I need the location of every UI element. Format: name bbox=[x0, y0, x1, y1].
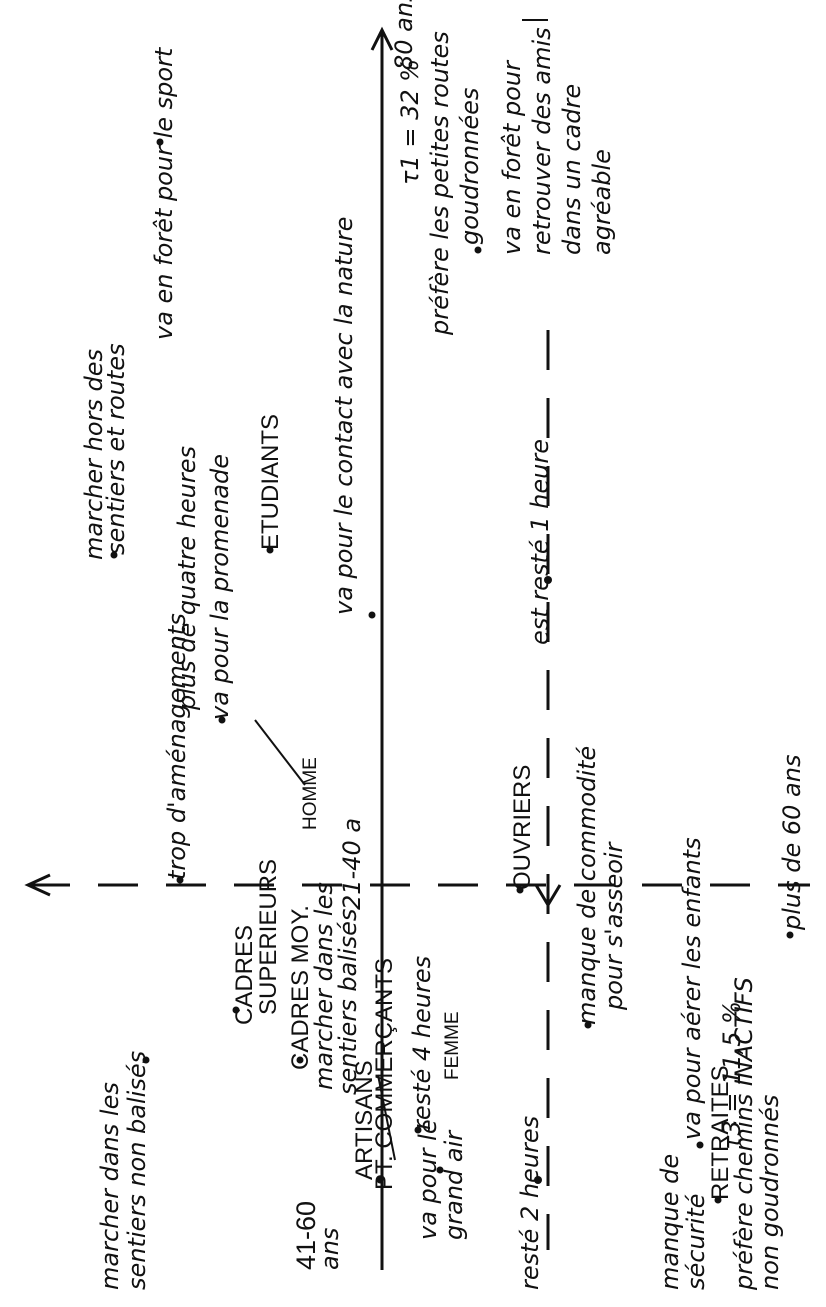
label-reste-1h: est resté 1 heure bbox=[526, 439, 554, 645]
label-retraites: RETRAITES bbox=[707, 1065, 734, 1200]
point-plus-60 bbox=[786, 931, 794, 939]
point-cadres-moy bbox=[296, 1056, 304, 1064]
label-reste-4h: resté 4 heures bbox=[408, 956, 436, 1130]
label-marcher-hors-2: sentiers et routes bbox=[102, 343, 130, 555]
label-marcher-balises-1: marcher dans les bbox=[310, 882, 338, 1090]
point-artisans bbox=[376, 1176, 384, 1184]
point-goudronnees bbox=[474, 246, 482, 254]
label-plus-60: plus de 60 ans bbox=[778, 755, 806, 931]
label-contact-nature: va pour le contact avec la nature bbox=[330, 217, 358, 615]
label-aerer-enfants: va pour aérer les enfants bbox=[678, 837, 706, 1140]
label-pt-commercants: PT. COMMERÇANTS bbox=[371, 958, 398, 1190]
homme-connector bbox=[254, 719, 306, 786]
label-manque-commodite-2: pour s'asseoir bbox=[600, 840, 628, 1011]
point-etudiants bbox=[266, 546, 274, 554]
point-amenagements bbox=[176, 876, 184, 884]
label-manque-securite-1: manque de bbox=[656, 1154, 684, 1290]
point-reste-4h bbox=[414, 1126, 422, 1134]
point-reste-2h bbox=[534, 1176, 542, 1184]
label-marcher-non-balises-1: marcher dans les bbox=[96, 1082, 124, 1290]
label-manque-securite-2: sécurité bbox=[682, 1194, 710, 1290]
axis-3 bbox=[24, 873, 810, 897]
label-age-80: 80 ans bbox=[390, 0, 418, 70]
label-age-41-60-2: ans bbox=[316, 1228, 344, 1270]
label-age-21-40: 21-40 a bbox=[338, 818, 366, 910]
point-ouvriers bbox=[516, 886, 524, 894]
label-chemins-inactifs: préfère chemins INACTIFS bbox=[730, 977, 758, 1291]
label-age-41-60-1: 41-60 bbox=[291, 1201, 321, 1270]
label-artisans: ARTISANS bbox=[351, 1060, 378, 1180]
label-reste-2h: resté 2 heures bbox=[516, 1116, 544, 1290]
label-grand-air-1: va pour le bbox=[414, 1119, 442, 1240]
label-femme: FEMME bbox=[442, 1011, 463, 1080]
label-foret-amis-2: retrouver des amis bbox=[528, 27, 556, 255]
label-etudiants: ETUDIANTS bbox=[257, 414, 284, 550]
label-amenagements: trop d'aménagements bbox=[163, 613, 191, 880]
femme-connector bbox=[377, 1074, 396, 1161]
axis-1-arrow-icon bbox=[370, 26, 394, 51]
axis-1 bbox=[370, 26, 394, 1270]
point-reste-1h bbox=[544, 576, 552, 584]
axis-3-label: τ3 = 11,5 % bbox=[718, 1001, 746, 1150]
point-marcher-non-balises bbox=[142, 1056, 150, 1064]
label-plus-quatre-heures: plus de quatre heures bbox=[173, 446, 201, 711]
label-promenade: va pour la promenade bbox=[206, 454, 234, 720]
label-manque-commodite-1: manque de commodité bbox=[573, 746, 601, 1025]
axis-3-arrow-icon bbox=[24, 873, 51, 897]
label-foret-amis-3: dans un cadre bbox=[558, 84, 586, 255]
label-prefere-petites-routes: préfère les petites routes bbox=[426, 31, 454, 336]
label-homme: HOMME bbox=[300, 757, 321, 830]
label-cadres-sup-2: SUPERIEURS bbox=[255, 859, 282, 1015]
point-manque-commodite bbox=[584, 1021, 592, 1029]
axis-1-label: τ1 = 32 % bbox=[396, 59, 424, 185]
point-aerer-enfants bbox=[696, 1141, 704, 1149]
point-contact-nature bbox=[368, 611, 376, 619]
label-va-foret-sport: va en forêt pour le sport bbox=[150, 46, 178, 340]
point-marcher-hors bbox=[110, 551, 118, 559]
label-marcher-balises-2: sentiers balisés bbox=[334, 909, 362, 1095]
label-non-goudronnes: non goudronnés bbox=[756, 1095, 784, 1290]
label-foret-amis-1: va en forêt pour bbox=[498, 59, 526, 255]
point-va-foret-sport bbox=[156, 138, 164, 146]
label-grand-air-2: grand air bbox=[440, 1129, 468, 1240]
point-grand-air bbox=[436, 1166, 444, 1174]
label-foret-amis-4: agréable bbox=[588, 149, 616, 255]
point-promenade bbox=[218, 716, 226, 724]
label-cadres-moy: CADRES MOY. bbox=[287, 905, 314, 1070]
label-marcher-hors-1: marcher hors des bbox=[80, 349, 108, 560]
point-retraites bbox=[714, 1196, 722, 1204]
label-ouvriers: OUVRIERS bbox=[509, 765, 536, 890]
label-goudronnees: goudronnées bbox=[456, 88, 484, 245]
point-cadres-sup bbox=[232, 1006, 240, 1014]
secondary-axis-arrow-icon bbox=[534, 884, 562, 908]
label-marcher-non-balises-2: sentiers non balisés bbox=[123, 1051, 151, 1290]
